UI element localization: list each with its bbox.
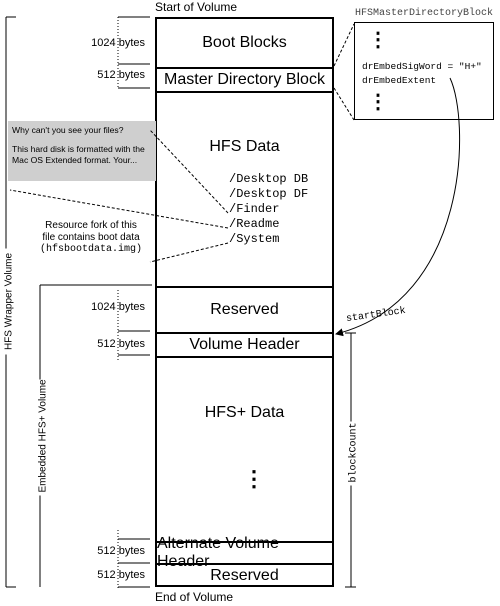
mdb-struct-title: HFSMasterDirectoryBlock <box>355 8 494 19</box>
reserved-bottom: Reserved <box>157 563 332 587</box>
end-of-volume-label: End of Volume <box>155 590 234 604</box>
size-volume-header: 512 bytes <box>97 338 145 350</box>
hfs-data-label: HFS Data <box>209 138 280 155</box>
mdb-detail-box: ⋮ drEmbedSigWord = "H+" drEmbedExtent ⋮ <box>354 22 494 120</box>
block-count-label: blockCount <box>348 421 360 486</box>
file-desktop-df: /Desktop DF <box>229 187 309 201</box>
finder-tooltip: Why can't you see your files? This hard … <box>8 121 156 181</box>
mdb-ellipsis-bottom: ⋮ <box>368 91 388 113</box>
hfsplus-data-label: HFS+ Data <box>204 404 285 421</box>
start-of-volume-label: Start of Volume <box>155 0 238 14</box>
reserved-bottom-label: Reserved <box>210 567 279 584</box>
size-alt-header: 512 bytes <box>97 545 145 557</box>
resource-note-line1: Resource fork of this <box>45 220 137 231</box>
size-mdb: 512 bytes <box>97 69 145 81</box>
size-boot: 1024 bytes <box>91 37 145 49</box>
file-system: /System <box>229 232 280 246</box>
hfs-wrapper-label: HFS Wrapper Volume <box>3 248 15 355</box>
resource-note-line2: file contains boot data <box>42 232 140 243</box>
file-list: /Desktop DB /Desktop DF /Finder /Readme … <box>229 172 308 247</box>
alternate-volume-header: Alternate Volume Header <box>157 535 332 570</box>
embedded-hfsplus-label: Embedded HFS+ Volume <box>37 379 49 496</box>
master-directory-block: Master Directory Block <box>157 67 332 91</box>
reserved-top: Reserved <box>157 286 332 332</box>
start-block-label: startBlock <box>345 305 407 326</box>
volume-header-label: Volume Header <box>189 336 300 353</box>
boot-blocks: Boot Blocks <box>157 19 332 67</box>
resource-fork-note: Resource fork of this file contains boot… <box>40 220 142 256</box>
file-readme: /Readme <box>229 217 280 231</box>
hfsplus-data: HFS+ Data <box>157 356 332 541</box>
mdb-field-extent: drEmbedExtent <box>362 75 437 86</box>
size-reserved-top: 1024 bytes <box>91 301 145 313</box>
volume-layout: Boot Blocks Master Directory Block HFS D… <box>155 17 334 587</box>
boot-blocks-label: Boot Blocks <box>202 34 287 51</box>
hfsplus-ellipsis: ⋮ <box>243 466 265 491</box>
resource-note-line3: (hfsbootdata.img) <box>40 244 143 255</box>
volume-header: Volume Header <box>157 332 332 356</box>
tooltip-line2: This hard disk is formatted with the Mac… <box>12 144 145 165</box>
alt-header-label: Alternate Volume Header <box>157 535 279 570</box>
mdb-label: Master Directory Block <box>164 71 325 88</box>
size-reserved-bottom: 512 bytes <box>97 569 145 581</box>
file-desktop-db: /Desktop DB <box>229 172 309 186</box>
reserved-top-label: Reserved <box>210 301 279 318</box>
tooltip-line1: Why can't you see your files? <box>12 125 124 135</box>
file-finder: /Finder <box>229 202 280 216</box>
mdb-ellipsis-top: ⋮ <box>368 29 388 51</box>
mdb-field-sigword: drEmbedSigWord = "H+" <box>362 61 482 72</box>
